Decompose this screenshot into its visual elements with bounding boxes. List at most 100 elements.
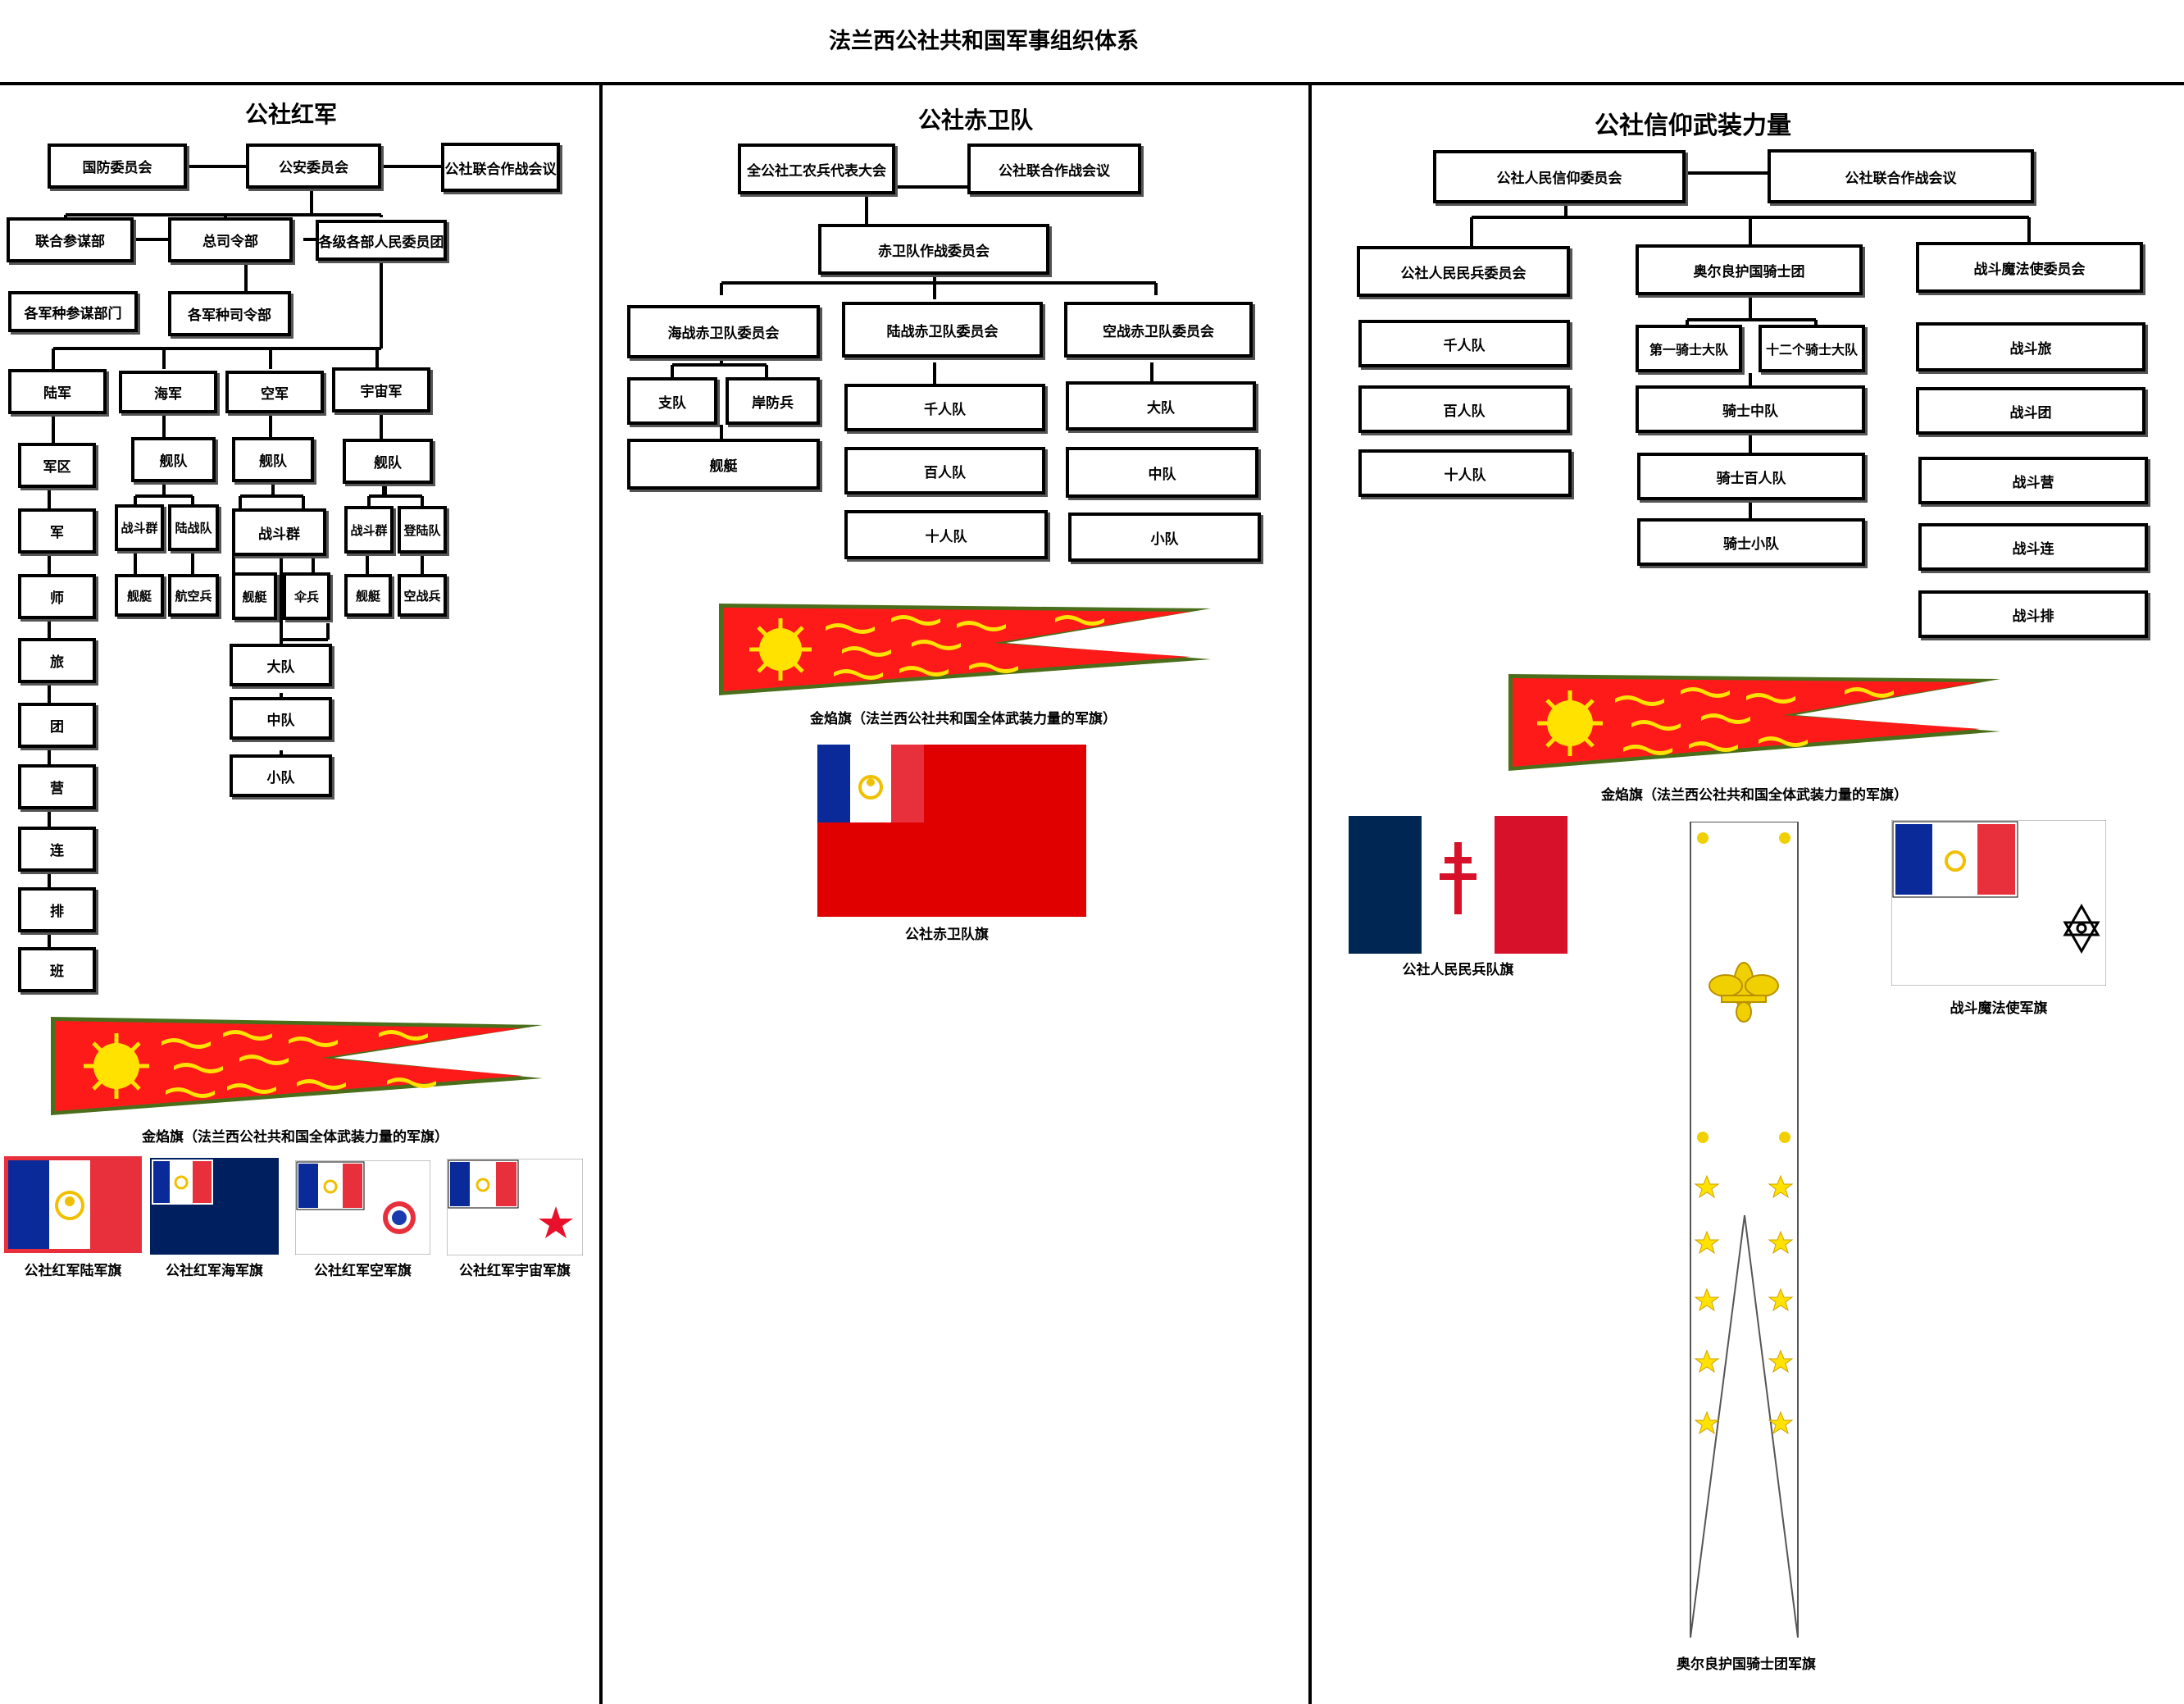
sea-guard-committee-box: 海战赤卫队委员会 [627, 305, 820, 358]
red-guard-committee-box: 赤卫队作战委员会 [818, 224, 1049, 275]
navy-fleet-box: 舰队 [131, 437, 216, 482]
air-ships-box: 舰艇 [232, 572, 277, 620]
column-divider-2 [1308, 85, 1312, 1704]
congress-box: 全公社工农兵代表大会 [738, 144, 895, 194]
air-guard-unit-squadron: 中队 [1066, 447, 1258, 498]
mage-flag-caption: 战斗魔法使军旗 [1950, 1000, 2048, 1017]
faith-forces-title: 公社信仰武装力量 [1595, 112, 1791, 140]
air-unit-group: 大队 [230, 644, 332, 686]
mage-unit-company: 战斗连 [1918, 523, 2148, 571]
land-guard-unit-thousand: 千人队 [844, 384, 1045, 431]
space-force-flag-caption: 公社红军宇宙军旗 [459, 1263, 571, 1279]
army-unit-platoon: 排 [18, 887, 96, 932]
red-guard-joint-war-box: 公社联合作战会议 [967, 144, 1141, 194]
space-force-flag [447, 1159, 583, 1255]
peoples-commissars-box: 各级各部人民委员团 [316, 220, 447, 261]
knight-twelve-battalions-box: 十二个骑士大队 [1759, 325, 1865, 372]
army-unit-battalion: 营 [18, 764, 96, 809]
militia-flag [1349, 816, 1567, 954]
wreath-emblem-icon [55, 1191, 84, 1220]
army-unit-division: 师 [18, 574, 96, 619]
column-divider-1 [599, 85, 603, 1704]
army-unit-regiment: 团 [18, 703, 96, 748]
militia-flag-caption: 公社人民民兵队旗 [1402, 962, 1514, 978]
navy-ships-box: 舰艇 [115, 574, 164, 617]
mage-committee-box: 战斗魔法使委员会 [1916, 242, 2143, 293]
army-unit-company: 连 [18, 827, 96, 872]
space-landing-box: 登陆队 [398, 506, 447, 554]
golden-flame-banner-faith [1508, 674, 2000, 771]
air-battlegroup-box: 战斗群 [232, 508, 326, 556]
faith-joint-war-box: 公社联合作战会议 [1768, 149, 2034, 203]
air-unit-flight: 小队 [230, 754, 332, 797]
navy-battlegroup-box: 战斗群 [115, 504, 164, 551]
golden-flame-banner-red-army [51, 1017, 543, 1115]
roundel-icon [383, 1201, 416, 1234]
space-fleet-box: 舰队 [343, 439, 433, 484]
sea-detachment-box: 支队 [627, 377, 717, 425]
army-flag [4, 1156, 142, 1253]
unicursal-hexagram-icon [2063, 903, 2100, 955]
golden-flame-caption-red-guard: 金焰旗（法兰西公社共和国全体武装力量的军旗） [810, 711, 1117, 727]
space-ships-box: 舰艇 [344, 574, 392, 617]
sun-icon [1537, 690, 1603, 756]
space-airborne-box: 空战兵 [398, 574, 447, 617]
golden-flame-caption-red-army: 金焰旗（法兰西公社共和国全体武装力量的军旗） [142, 1129, 448, 1146]
faith-committee-box: 公社人民信仰委员会 [1433, 150, 1686, 203]
navy-flag-caption: 公社红军海军旗 [166, 1263, 263, 1279]
red-army-title: 公社红军 [244, 101, 337, 128]
red-guard-flag [817, 745, 1086, 917]
air-paratroopers-box: 伞兵 [283, 572, 330, 620]
militia-unit-ten: 十人队 [1358, 449, 1572, 497]
army-unit-military-district: 军区 [18, 443, 96, 488]
militia-committee-box: 公社人民民兵委员会 [1357, 246, 1570, 297]
sea-coastal-box: 岸防兵 [726, 377, 820, 425]
air-guard-unit-group: 大队 [1066, 381, 1256, 431]
knights-order-box: 奥尔良护国骑士团 [1636, 244, 1863, 295]
air-guard-committee-box: 空战赤卫队委员会 [1064, 302, 1253, 358]
land-guard-committee-box: 陆战赤卫队委员会 [842, 302, 1043, 358]
air-force-box: 空军 [225, 371, 324, 413]
navy-flag [150, 1158, 279, 1255]
mage-unit-platoon: 战斗排 [1918, 590, 2148, 638]
security-committee-box: 公安委员会 [246, 144, 381, 189]
red-guard-flag-caption: 公社赤卫队旗 [905, 927, 989, 943]
golden-flame-caption-faith: 金焰旗（法兰西公社共和国全体武装力量的军旗） [1601, 787, 1908, 804]
militia-unit-hundred: 百人队 [1358, 385, 1570, 433]
top-divider [0, 82, 2184, 85]
land-guard-unit-ten: 十人队 [844, 510, 1048, 559]
joint-war-conference-box: 公社联合作战会议 [441, 143, 560, 192]
land-guard-unit-hundred: 百人队 [844, 447, 1045, 494]
navy-marines-box: 陆战队 [168, 504, 219, 551]
branch-staff-box: 各军种参谋部门 [8, 291, 138, 332]
fleur-de-lis-icon [1709, 962, 1779, 1023]
space-battlegroup-box: 战斗群 [344, 506, 394, 554]
navy-box: 海军 [119, 371, 217, 413]
knight-unit-hundred: 骑士百人队 [1637, 453, 1865, 500]
sea-ships-box: 舰艇 [627, 439, 820, 490]
air-unit-squadron: 中队 [230, 697, 332, 740]
mage-unit-regiment: 战斗团 [1916, 387, 2145, 435]
space-force-box: 宇宙军 [332, 367, 430, 412]
militia-unit-thousand: 千人队 [1358, 320, 1570, 367]
joint-staff-box: 联合参谋部 [7, 217, 134, 262]
mage-unit-brigade: 战斗旅 [1916, 322, 2145, 371]
army-flag-caption: 公社红军陆军旗 [24, 1263, 122, 1279]
sun-icon [749, 618, 812, 681]
red-star-icon [539, 1206, 573, 1238]
wreath-emblem-icon [858, 775, 883, 800]
knights-order-flag-caption: 奥尔良护国骑士团军旗 [1677, 1656, 1816, 1673]
defense-committee-box: 国防委员会 [48, 144, 187, 189]
red-guard-title: 公社赤卫队 [917, 107, 1033, 134]
army-unit-brigade: 旅 [18, 638, 96, 683]
air-fleet-box: 舰队 [232, 437, 314, 482]
knight-unit-small: 骑士小队 [1637, 518, 1865, 566]
air-force-flag-caption: 公社红军空军旗 [314, 1263, 412, 1279]
knights-order-flag [1690, 822, 1799, 1638]
army-box: 陆军 [8, 369, 107, 414]
general-hq-box: 总司令部 [168, 217, 293, 262]
mage-flag [1891, 820, 2106, 986]
air-force-flag [295, 1160, 430, 1255]
army-unit-squad: 班 [18, 947, 96, 992]
lorraine-cross-icon [1440, 842, 1476, 914]
